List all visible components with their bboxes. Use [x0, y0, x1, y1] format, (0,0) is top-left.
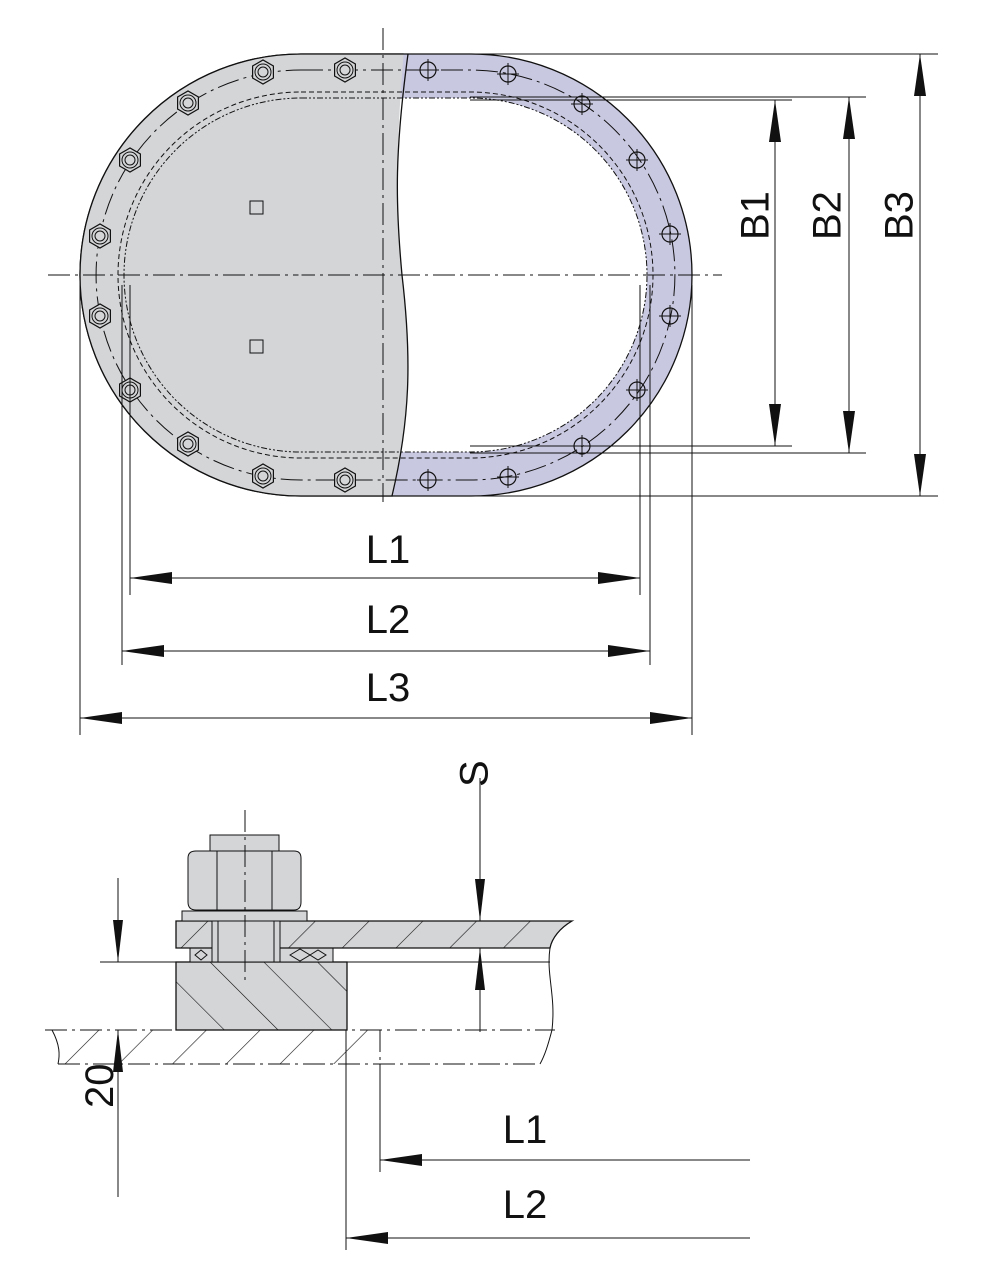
bolt-hole-icon	[497, 63, 519, 85]
dimension-arrows-b	[769, 54, 926, 496]
hex-nut-icon	[88, 303, 112, 329]
handle	[249, 200, 302, 354]
dimension-label-l2: L2	[366, 598, 411, 642]
dimension-label-20: 20	[78, 1064, 122, 1109]
hex-nut-icon	[252, 59, 274, 85]
dimension-label-l1-section: L1	[503, 1108, 548, 1152]
dimension-label-s: S	[453, 760, 497, 787]
dimension-l-section	[345, 1030, 750, 1250]
dimension-label-l3: L3	[366, 666, 411, 710]
bolt-hole-icon	[417, 59, 439, 81]
dimension-b	[400, 53, 938, 497]
dimension-label-b1: B1	[734, 191, 778, 240]
hex-nut-icon	[118, 147, 141, 173]
bolt-circle	[95, 69, 676, 481]
bolt-holes	[417, 59, 681, 491]
dimension-label-l2-section: L2	[503, 1183, 548, 1227]
dimension-l	[79, 285, 693, 735]
bolt-hole-icon	[417, 469, 439, 491]
dimension-label-l1: L1	[366, 528, 411, 572]
dimension-arrows-l	[80, 572, 692, 724]
cover-plate	[79, 53, 408, 497]
hex-nut-icon	[88, 223, 112, 249]
bolt-shank	[211, 920, 281, 963]
hex-nut-icon	[177, 431, 199, 457]
dimension-label-b2: B2	[806, 191, 850, 240]
bolt-hole-icon	[626, 149, 648, 171]
plan-view: B1 B2 B3 L1 L2 L3	[48, 28, 938, 735]
opening-outline	[123, 97, 648, 453]
hex-nut-icon	[252, 463, 274, 489]
bolt-hole-icon	[626, 379, 648, 401]
bolt-hole-icon	[659, 223, 681, 245]
section-view: S 20 L1 L2	[45, 760, 750, 1250]
hex-nut-icon	[334, 467, 356, 493]
dimension-label-b3: B3	[878, 191, 922, 240]
hex-nut-icon	[334, 57, 356, 83]
bolt-hole-icon	[497, 466, 519, 488]
hex-nut-icon	[177, 90, 199, 116]
bolt-hole-icon	[659, 305, 681, 327]
base-section	[52, 1030, 380, 1064]
